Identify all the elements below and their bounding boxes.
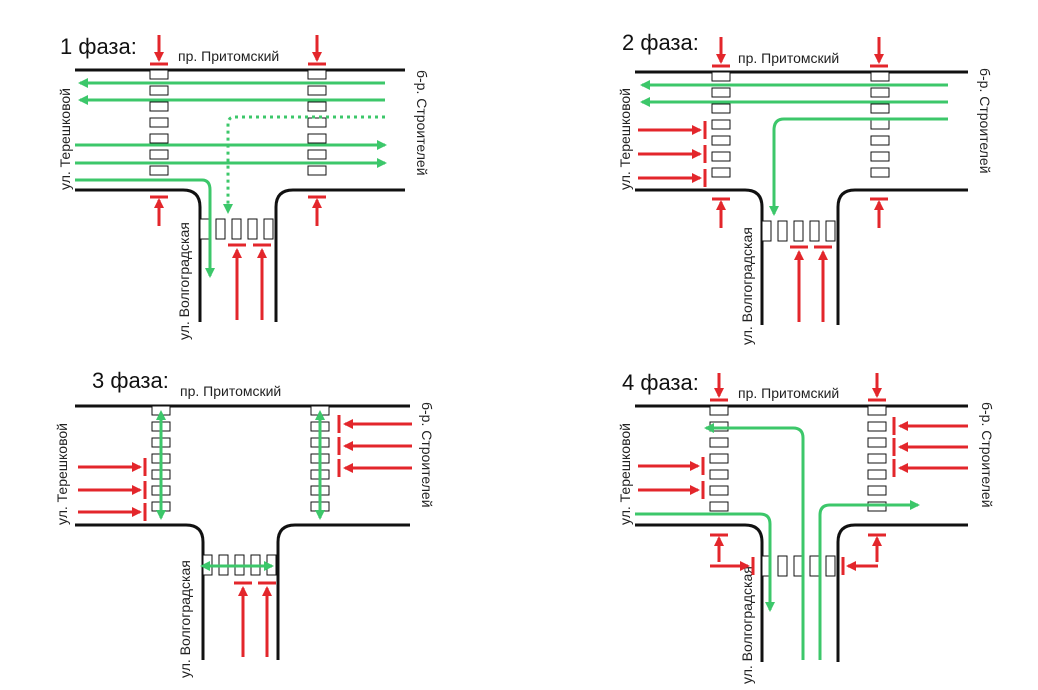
phase-3-top-street-label: пр. Притомский bbox=[180, 383, 281, 399]
phase-4-crosswalk-left bbox=[709, 405, 729, 512]
phase-4-bottom-street-label: ул. Волгоградская bbox=[739, 566, 755, 684]
phase-4-panel: 4 фаза: пр. Притомский ул. Терешковой б-… bbox=[617, 370, 995, 684]
phase-3-right-street-label: б-р. Строителей bbox=[419, 402, 435, 508]
phase-3-bottom-street-label: ул. Волгоградская bbox=[177, 560, 193, 678]
phase-2-vehicle-flows bbox=[640, 80, 948, 216]
phase-2-left-street-label: ул. Терешковой bbox=[617, 88, 633, 190]
phase-2-crosswalk-left bbox=[711, 71, 731, 178]
phase-4-crosswalk-bottom bbox=[761, 555, 836, 577]
phase-1-crosswalk-bottom bbox=[199, 218, 274, 240]
phase-3-left-street-label: ул. Терешковой bbox=[54, 423, 70, 525]
phase-2-right-street-label: б-р. Строителей bbox=[977, 68, 993, 174]
phase-4-right-street-label: б-р. Строителей bbox=[979, 402, 995, 508]
phase-1-crosswalk-right bbox=[307, 69, 327, 176]
phase-1-bottom-street-label: ул. Волгоградская bbox=[176, 222, 192, 340]
phase-1-pedestrian-stops bbox=[150, 35, 326, 320]
phase-4-vehicle-flows bbox=[635, 423, 920, 660]
phase-1-right-corner-edge bbox=[274, 188, 405, 322]
phase-4-crosswalk-right bbox=[867, 405, 887, 512]
phase-2-crosswalk-bottom bbox=[761, 220, 836, 242]
phase-2-crosswalk-right bbox=[870, 71, 890, 178]
phase-1-vehicle-flows bbox=[75, 78, 387, 278]
phase-2-right-corner-edge bbox=[836, 188, 968, 325]
phase-2-pedestrian-stops bbox=[638, 37, 888, 322]
phase-1-flow-right-turn bbox=[75, 178, 215, 278]
phase-4-left-corner-edge bbox=[635, 523, 764, 662]
phase-4-pedestrian-stops bbox=[638, 373, 968, 575]
phase-3-title: 3 фаза: bbox=[92, 368, 169, 393]
phase-4-top-street-label: пр. Притомский bbox=[738, 385, 839, 401]
phase-1-left-street-label: ул. Терешковой bbox=[57, 88, 73, 190]
phase-1-crosswalk-left bbox=[149, 69, 169, 176]
phase-1-left-corner-edge bbox=[75, 188, 202, 322]
phase-3-right-corner-edge bbox=[276, 523, 410, 660]
phase-1-right-street-label: б-р. Строителей bbox=[414, 70, 430, 176]
phase-3-vehicle-stops bbox=[78, 415, 412, 657]
phase-1-top-street-label: пр. Притомский bbox=[178, 48, 279, 64]
phase-4-title: 4 фаза: bbox=[622, 370, 699, 395]
phase-1-panel: 1 фаза: пр. Притомский ул. Терешковой б-… bbox=[57, 34, 430, 340]
phase-3-pedestrian-go-arrows bbox=[156, 410, 325, 571]
phase-4-right-corner-edge bbox=[836, 523, 968, 662]
phase-2-left-corner-edge bbox=[635, 188, 764, 325]
phase-2-bottom-street-label: ул. Волгоградская bbox=[739, 227, 755, 345]
phase-1-flow-left-turn-dotted bbox=[223, 115, 385, 214]
phase-2-top-street-label: пр. Притомский bbox=[738, 50, 839, 66]
phase-4-left-street-label: ул. Терешковой bbox=[617, 423, 633, 525]
phase-3-panel: 3 фаза: пр. Притомский ул. Терешковой б-… bbox=[54, 368, 435, 678]
phase-2-title: 2 фаза: bbox=[622, 30, 699, 55]
phase-3-left-corner-edge bbox=[75, 523, 205, 660]
phase-2-panel: 2 фаза: пр. Притомский ул. Терешковой б-… bbox=[617, 30, 993, 345]
phase-1-title: 1 фаза: bbox=[60, 34, 137, 59]
